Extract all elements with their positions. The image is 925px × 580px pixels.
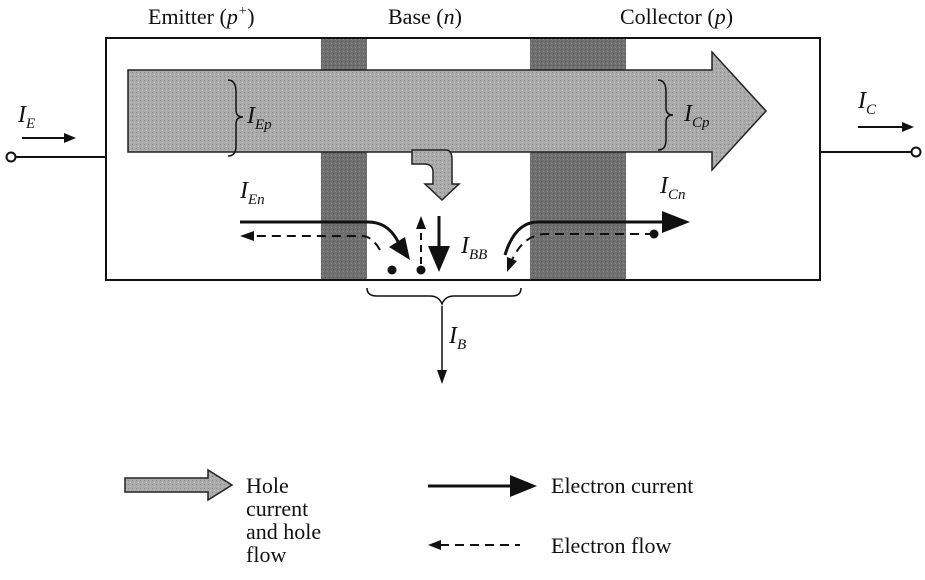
legend-electron-current-head [510, 475, 537, 497]
ic-arrow-head [902, 122, 914, 132]
ib-arrow-head [437, 370, 447, 384]
ien-electron-flow [252, 235, 381, 251]
ibb-electron-current-head [428, 246, 450, 272]
icn-electron-flow [511, 233, 654, 261]
legend-electron-flow-label: Electron flow [551, 533, 672, 558]
electron-dot-3 [649, 229, 659, 239]
ib-brace [366, 287, 522, 307]
collector-title: Collector (p) [620, 4, 733, 29]
iep-label: IEp [246, 103, 272, 133]
ibb-label: IBB [460, 233, 487, 263]
ien-electron-flow-head [240, 231, 254, 241]
ien-electron-current-head [389, 237, 410, 260]
collector-terminal [910, 146, 922, 158]
ic-label: IC [857, 88, 877, 118]
ibb-electron-flow-head [416, 216, 426, 229]
ie-arrow-head [64, 133, 76, 143]
hole-recombination-arrow [411, 149, 461, 202]
legend-hole-label: Hole current and hole flow [246, 473, 322, 567]
ien-label: IEn [239, 178, 265, 208]
electron-dot-2 [416, 265, 426, 275]
emitter-terminal [5, 151, 17, 163]
electron-dot-1 [387, 265, 397, 275]
legend-electron-current-label: Electron current [551, 473, 694, 498]
iep-brace [227, 79, 244, 157]
ib-label: IB [448, 323, 466, 353]
icp-label: ICp [683, 101, 710, 131]
icn-electron-current-head [662, 211, 690, 233]
icp-brace [657, 79, 674, 151]
ie-label: IE [17, 102, 35, 132]
legend-electron-flow-head [428, 540, 441, 550]
base-title: Base (n) [388, 4, 462, 29]
icn-electron-current [503, 220, 665, 256]
hole-current-arrow [127, 50, 768, 172]
emitter-title: Emitter (p+) [148, 4, 255, 29]
legend-hole-symbol [124, 468, 234, 502]
icn-electron-flow-head [507, 257, 517, 272]
icn-label: ICn [659, 173, 686, 203]
ien-electron-current [240, 220, 402, 247]
